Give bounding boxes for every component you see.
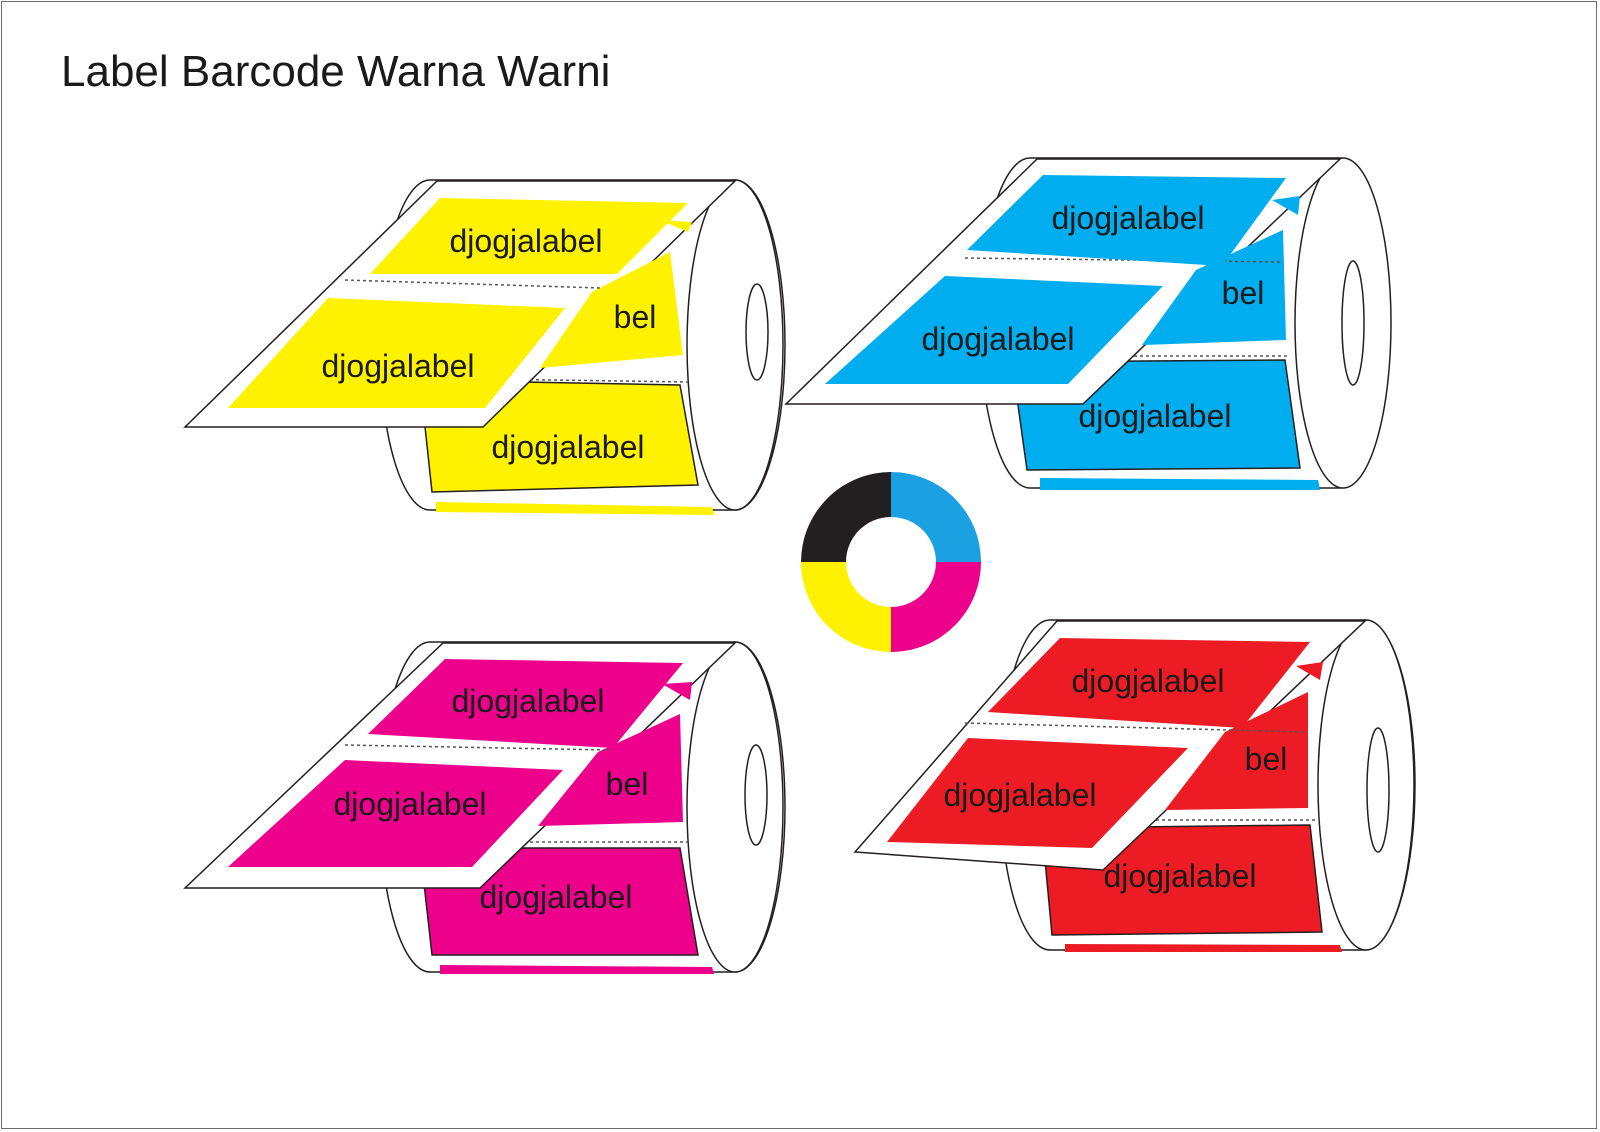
sheet-under-label — [1296, 662, 1323, 680]
wheel-segment-yellow — [801, 562, 891, 652]
label-roll-cyan: djogjalabel djogjalabel bel djogjalabel — [784, 157, 1392, 490]
roll-side-face — [1317, 619, 1415, 951]
roll-core-hole — [1341, 260, 1365, 386]
label-text: djogjalabel — [943, 777, 1096, 813]
roll-side-face — [686, 179, 784, 511]
label-text: djogjalabel — [1103, 858, 1256, 894]
wheel-segment-cyan — [891, 472, 981, 562]
sheet-label — [825, 276, 1163, 384]
label-text: djogjalabel — [1071, 663, 1224, 699]
cmyk-color-wheel — [801, 472, 981, 652]
label-text: djogjalabel — [491, 429, 644, 465]
label-text: djogjalabel — [1078, 398, 1231, 434]
perforation-line — [964, 722, 1306, 733]
sheet-label — [228, 760, 563, 867]
label-text: bel — [1245, 741, 1288, 777]
label-text: djogjalabel — [1051, 200, 1204, 236]
label-text: djogjalabel — [449, 223, 602, 259]
perforation-line — [964, 257, 1281, 263]
sheet-under-label — [1142, 230, 1286, 345]
sheet-under-label — [662, 682, 692, 700]
sheet-label — [887, 738, 1188, 848]
sheet-under-label — [1272, 196, 1300, 215]
label-roll-magenta: djogjalabel djogjalabel bel djogjalabel — [183, 641, 786, 974]
sheet-label — [368, 659, 683, 748]
sheet-under-label — [1165, 692, 1308, 810]
roll-wrap-label — [1040, 478, 1320, 490]
sheet-under-label — [538, 714, 683, 826]
label-text: djogjalabel — [321, 348, 474, 384]
label-text: djogjalabel — [479, 879, 632, 915]
sheet-label — [967, 175, 1286, 266]
roll-core-hole — [1366, 727, 1390, 853]
label-text: bel — [614, 299, 657, 335]
label-text: djogjalabel — [921, 321, 1074, 357]
sheet-under-label — [540, 252, 683, 368]
perforation-line — [344, 744, 611, 751]
sheet-label — [370, 198, 688, 274]
roll-side-face — [686, 641, 784, 973]
roll-core-hole — [744, 744, 768, 846]
label-roll-yellow: djogjalabel djogjalabel bel djogjalabel — [183, 179, 786, 515]
roll-wrap-label — [1065, 944, 1342, 952]
label-text: bel — [1222, 275, 1265, 311]
label-text: bel — [606, 766, 649, 802]
perforation-line — [344, 279, 601, 289]
sheet-label — [988, 638, 1310, 728]
label-roll-red: djogjalabel djogjalabel bel djogjalabel — [853, 619, 1416, 952]
label-text: djogjalabel — [451, 683, 604, 719]
wheel-segment-black — [801, 472, 891, 562]
wheel-segment-magenta — [891, 562, 981, 652]
page-title: Label Barcode Warna Warni — [61, 47, 611, 96]
roll-core-hole — [745, 283, 769, 381]
sheet-label — [228, 298, 565, 408]
roll-wrap-label — [436, 502, 714, 515]
roll-wrap-label — [440, 965, 714, 974]
label-text: djogjalabel — [333, 786, 486, 822]
